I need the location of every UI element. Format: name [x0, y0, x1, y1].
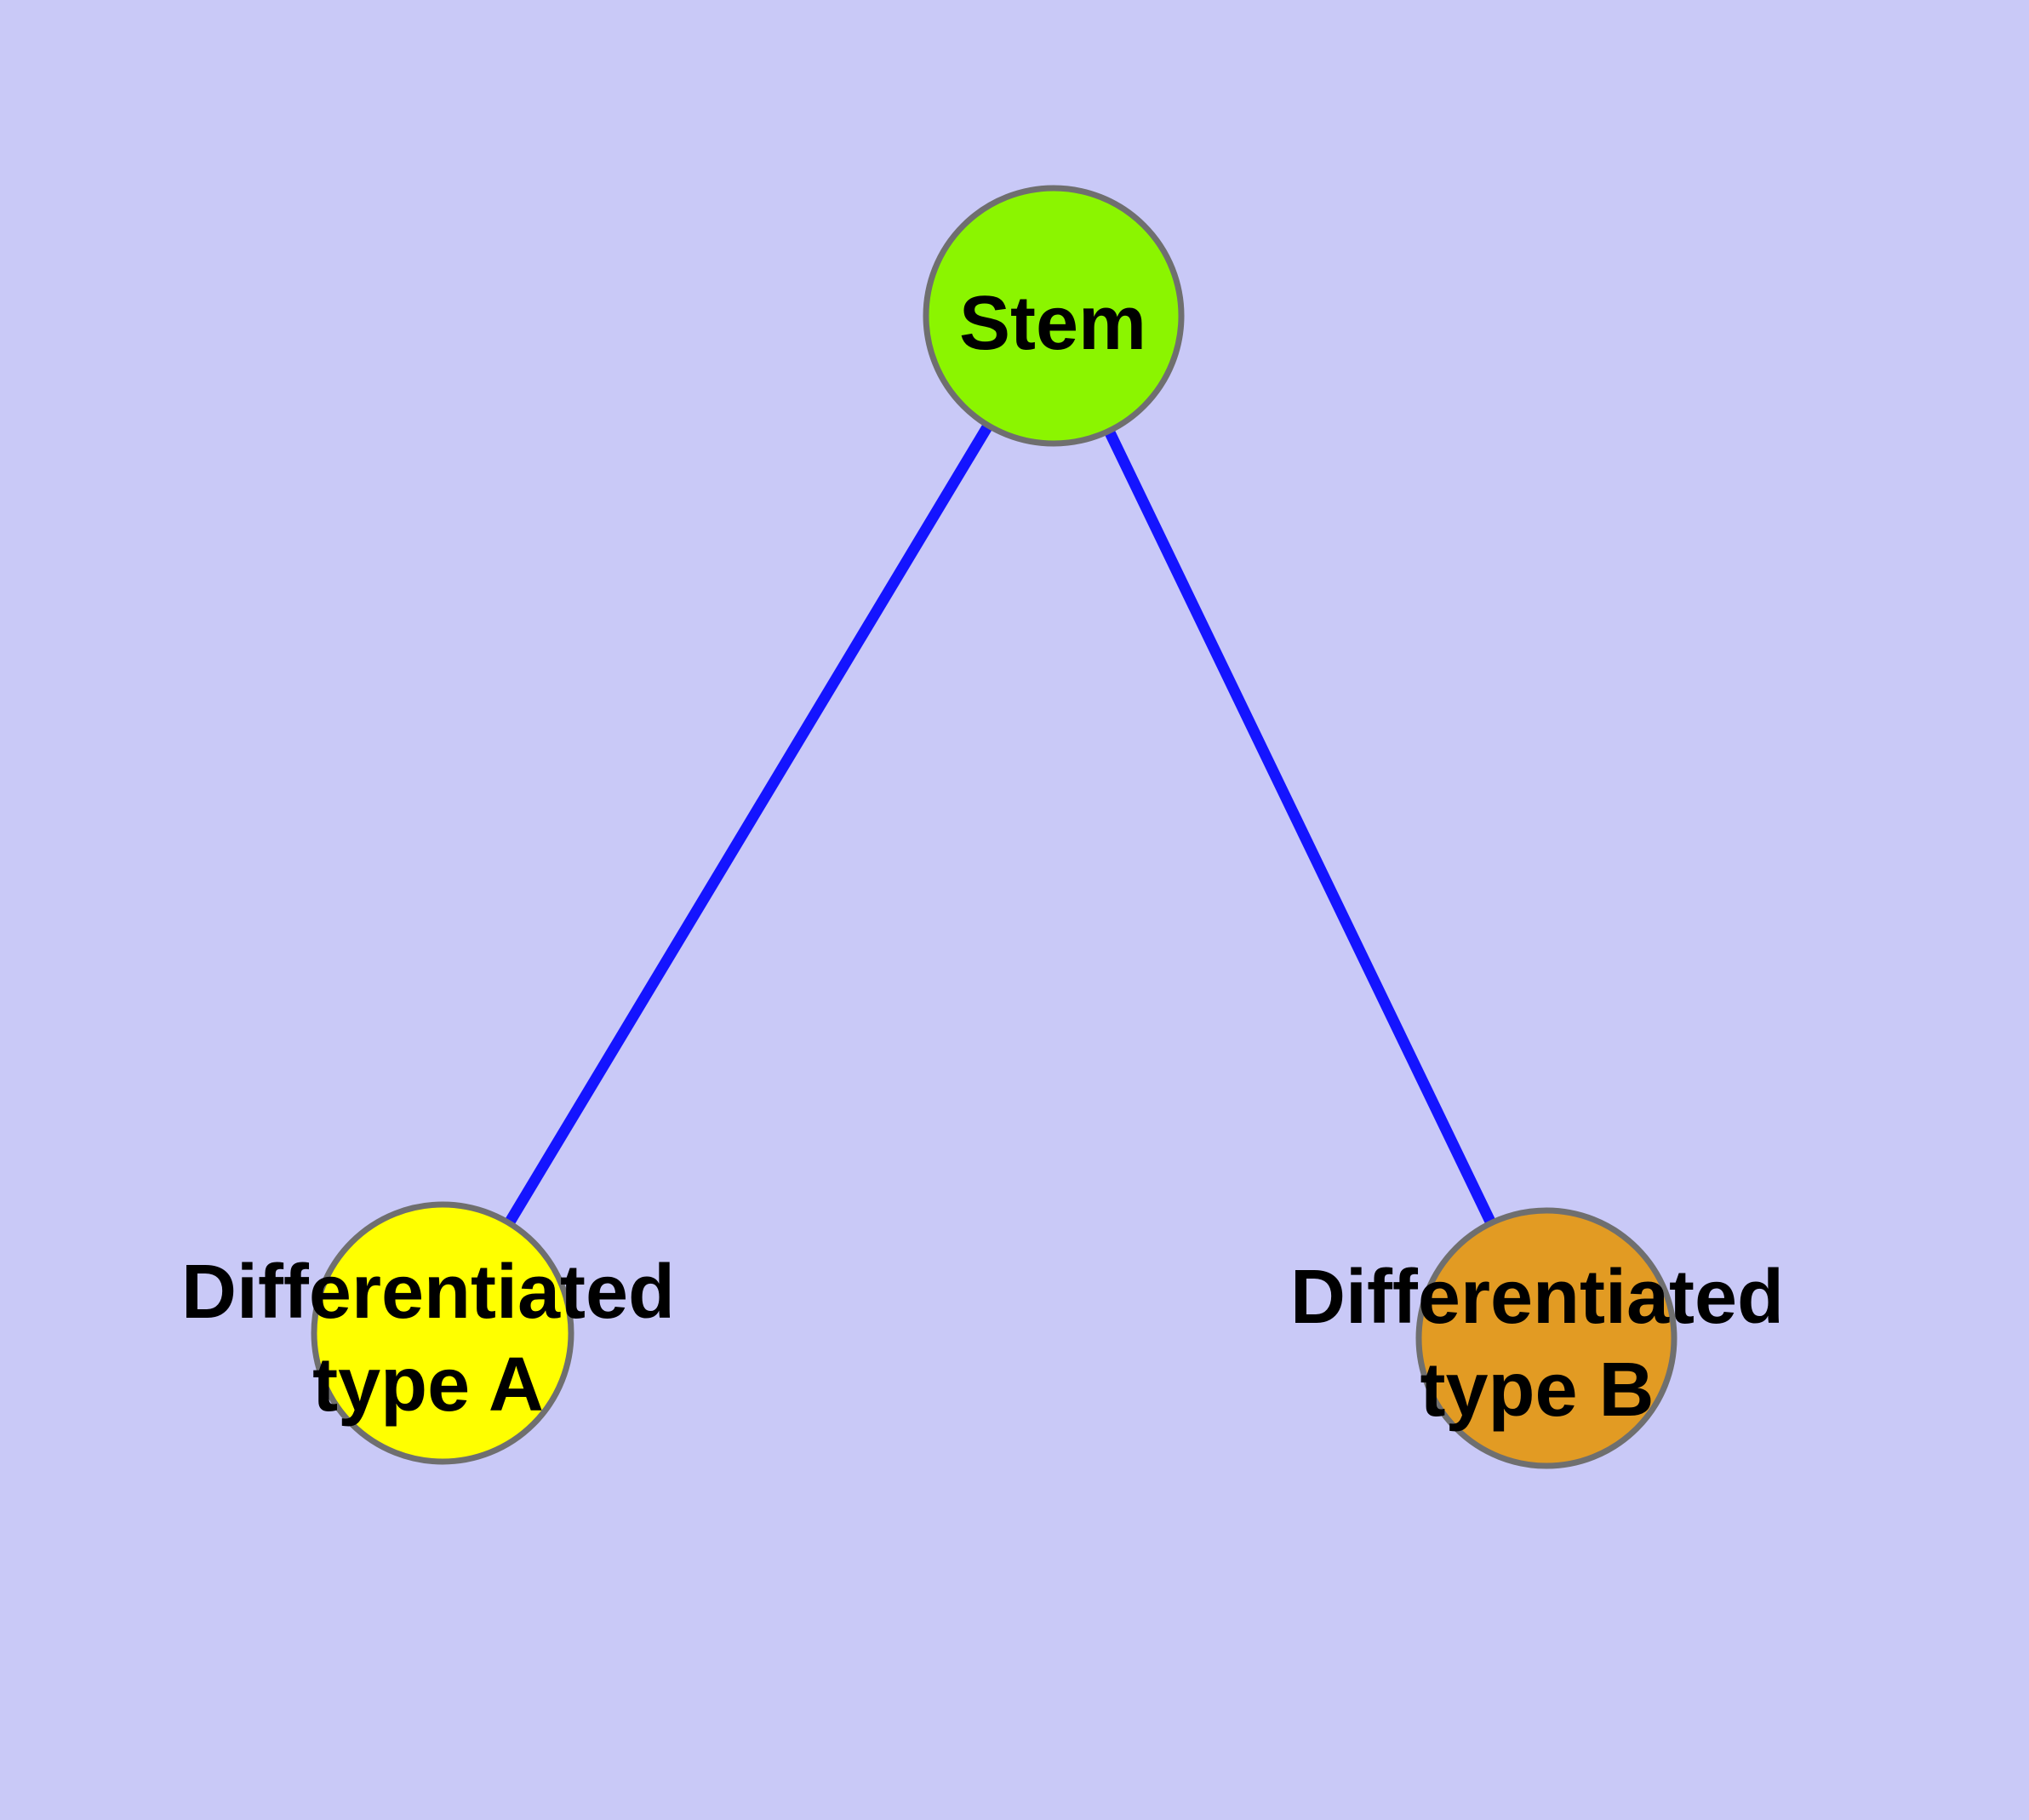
node-type-a-label-line2: type A [312, 1342, 544, 1428]
node-type-b-circle [1415, 1207, 1677, 1469]
node-type-a-circle [311, 1201, 574, 1465]
node-type-b-label-line2: type B [1420, 1348, 1654, 1433]
node-stem-circle [923, 185, 1185, 447]
edge-stem-to-type-a [504, 422, 993, 1227]
edge-stem-to-type-b [1104, 428, 1496, 1226]
node-type-b-label-line1: Differentiated [1290, 1255, 1784, 1340]
node-type-a-label-line1: Differentiated [181, 1250, 675, 1335]
node-stem-label: Stem [959, 281, 1146, 366]
